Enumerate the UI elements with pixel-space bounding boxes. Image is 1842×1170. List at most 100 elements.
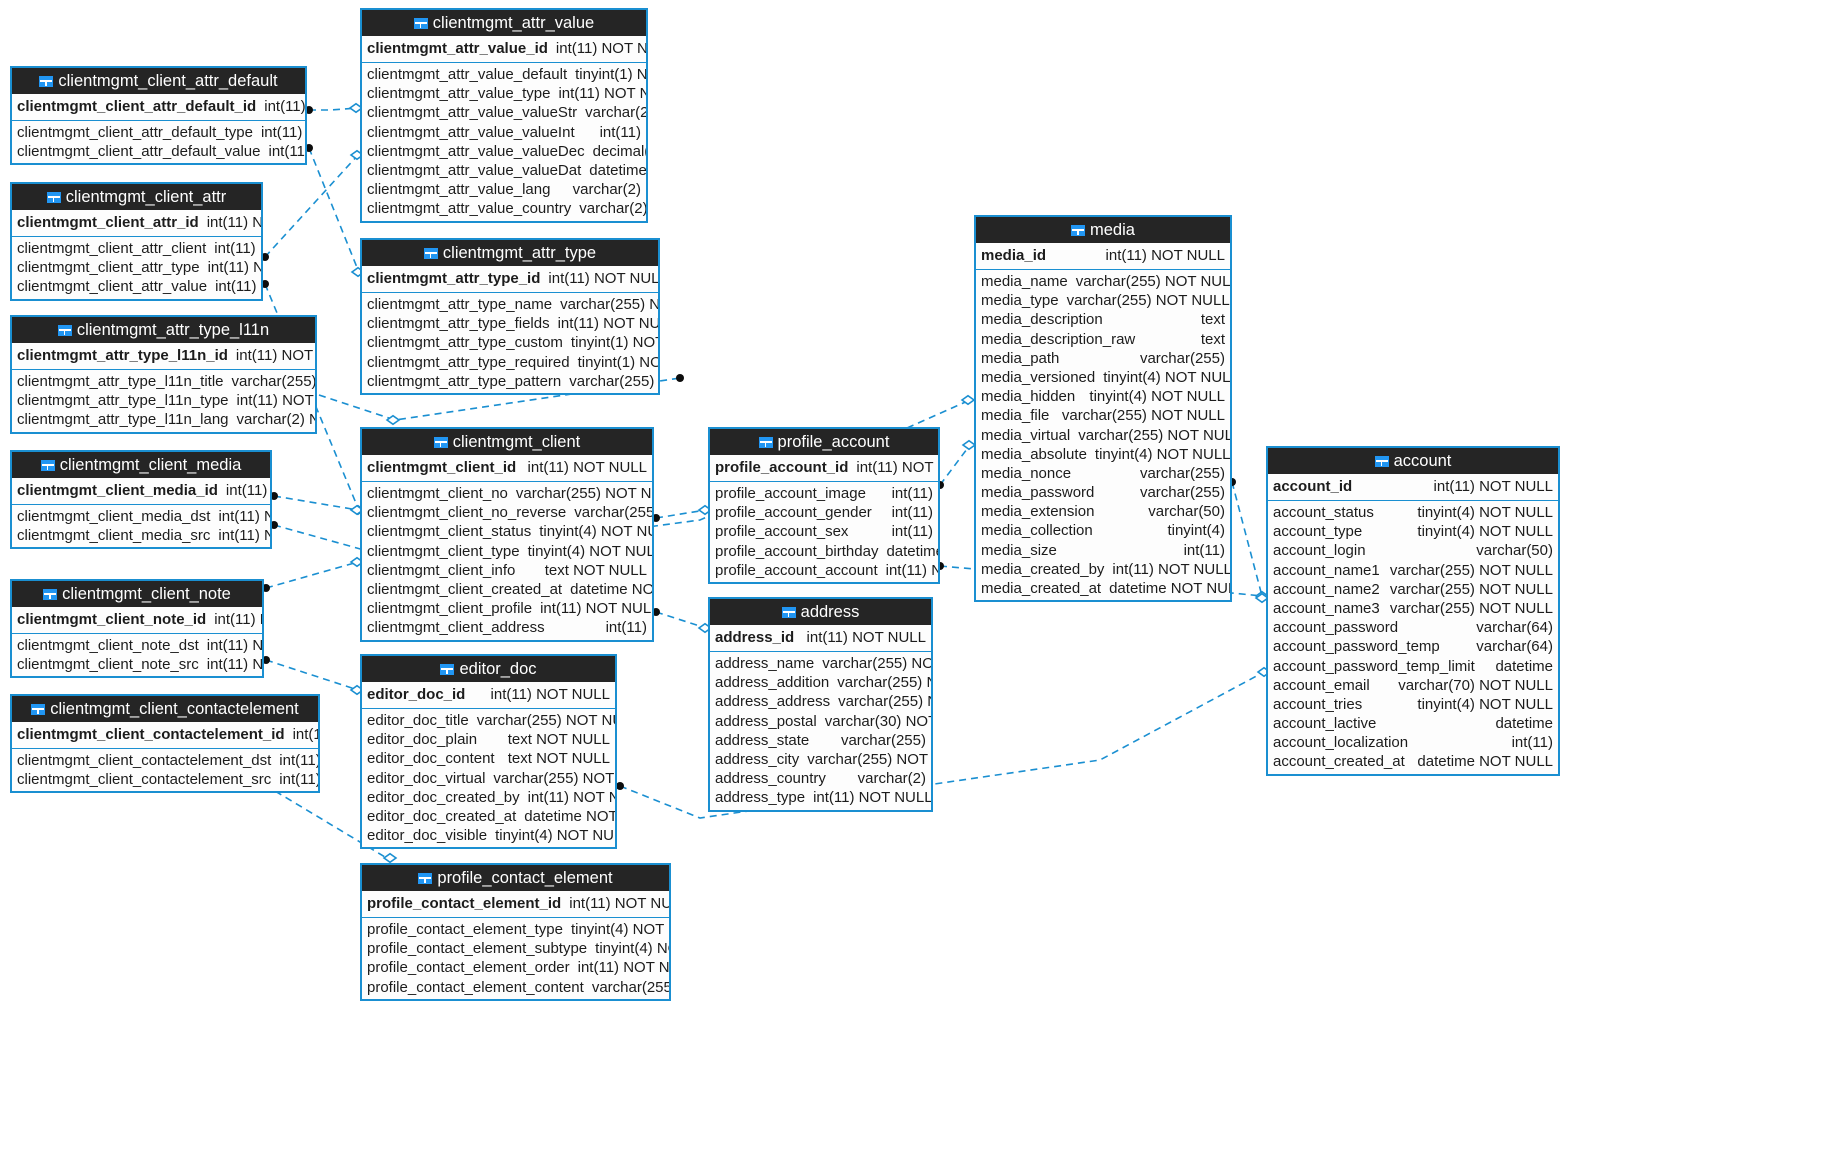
column-type: int(11) NOT NULL xyxy=(555,40,646,57)
column-type: text xyxy=(1200,311,1225,329)
entity-name: editor_doc xyxy=(459,660,537,678)
entity-name: address xyxy=(800,603,860,621)
entity-title-bar[interactable]: clientmgmt_client_attr xyxy=(12,184,261,210)
column-name: address_address xyxy=(715,693,831,711)
column-name: media_absolute xyxy=(981,445,1087,463)
column-name: media_collection xyxy=(981,522,1093,540)
entity-table-clientmgmt_attr_type[interactable]: clientmgmt_attr_type clientmgmt_attr_type… xyxy=(360,238,660,395)
column-type: int(11) xyxy=(891,504,933,522)
column-name: clientmgmt_client_info xyxy=(367,561,516,579)
column-name: account_login xyxy=(1273,542,1366,560)
entity-title-bar[interactable]: address xyxy=(710,599,931,625)
entity-title-bar[interactable]: editor_doc xyxy=(362,656,615,682)
column-row: address_address varchar(255) NOT NULL xyxy=(710,692,931,711)
entity-title-bar[interactable]: account xyxy=(1268,448,1558,474)
column-type: decimal(19,5) xyxy=(592,142,646,160)
entity-title-bar[interactable]: clientmgmt_attr_value xyxy=(362,10,646,36)
column-row: clientmgmt_attr_value_valueDecdecimal(19… xyxy=(362,142,646,161)
column-type: datetime xyxy=(1495,657,1553,675)
entity-table-clientmgmt_client_contactelement[interactable]: clientmgmt_client_contactelement clientmg… xyxy=(10,694,320,794)
entity-name: clientmgmt_client_contactelement xyxy=(50,700,299,718)
relationship-edge xyxy=(936,439,977,489)
column-type: tinyint(4) NOT NULL xyxy=(1417,504,1553,521)
table-icon xyxy=(57,325,72,336)
column-name: media_hidden xyxy=(981,388,1076,406)
entity-title-bar[interactable]: media xyxy=(976,217,1230,243)
entity-title-bar[interactable]: clientmgmt_attr_type xyxy=(362,240,658,266)
entity-title-bar[interactable]: profile_contact_element xyxy=(362,865,669,891)
entity-title-bar[interactable]: clientmgmt_client xyxy=(362,429,652,455)
column-type: int(11) NOT NULL xyxy=(235,347,315,364)
entity-title-bar[interactable]: profile_account xyxy=(710,429,938,455)
column-type: varchar(255) xyxy=(1139,464,1225,482)
entity-name: clientmgmt_attr_type xyxy=(442,244,597,262)
column-name: editor_doc_visible xyxy=(367,827,488,845)
column-name: account_type xyxy=(1273,523,1363,541)
entity-table-clientmgmt_client_media[interactable]: clientmgmt_client_media clientmgmt_client… xyxy=(10,450,272,550)
column-name: profile_contact_element_content xyxy=(367,978,584,996)
entity-title-bar[interactable]: clientmgmt_client_attr_default xyxy=(12,68,305,94)
table-icon xyxy=(1374,456,1389,467)
column-type: varchar(255) NOT NULL xyxy=(837,674,931,692)
entity-title-bar[interactable]: clientmgmt_client_contactelement xyxy=(12,696,318,722)
column-name: clientmgmt_attr_type_l11n_lang xyxy=(17,411,229,429)
entity-table-clientmgmt_client_attr_default[interactable]: clientmgmt_client_attr_default clientmgmt… xyxy=(10,66,307,166)
column-name: account_name1 xyxy=(1273,561,1380,579)
column-name: address_city xyxy=(715,750,800,768)
column-type: int(11) NOT NULL xyxy=(214,240,261,257)
column-name: address_name xyxy=(715,655,815,672)
column-type: tinyint(4) NOT NULL xyxy=(1417,695,1553,713)
column-type: varchar(255) NOT NULL xyxy=(838,693,931,711)
column-type: int(11) NOT NULL xyxy=(1112,560,1230,578)
column-type: text NOT NULL xyxy=(544,561,647,579)
column-type: int(11) NOT NULL xyxy=(206,637,262,654)
column-name: clientmgmt_client_contactelement_src xyxy=(17,771,272,789)
column-type: tinyint(4) NOT NULL xyxy=(595,940,669,958)
entity-title-bar[interactable]: clientmgmt_client_note xyxy=(12,581,262,607)
column-type: tinyint(4) NOT NULL xyxy=(495,827,615,845)
column-type: varchar(30) NOT NULL xyxy=(824,712,931,730)
column-name: account_created_at xyxy=(1273,753,1405,771)
column-type: int(11) NOT NULL xyxy=(806,629,926,646)
entity-title-bar[interactable]: clientmgmt_client_media xyxy=(12,452,270,478)
entity-table-profile_contact_element[interactable]: profile_contact_element profile_contact_e… xyxy=(360,863,671,1001)
column-name: clientmgmt_attr_value_type xyxy=(367,85,551,103)
relationship-edge xyxy=(305,144,366,278)
entity-table-clientmgmt_attr_type_l11n[interactable]: clientmgmt_attr_type_l11n clientmgmt_attr… xyxy=(10,315,317,434)
entity-title-bar[interactable]: clientmgmt_attr_type_l11n xyxy=(12,317,315,343)
column-name: profile_contact_element_type xyxy=(367,921,563,938)
